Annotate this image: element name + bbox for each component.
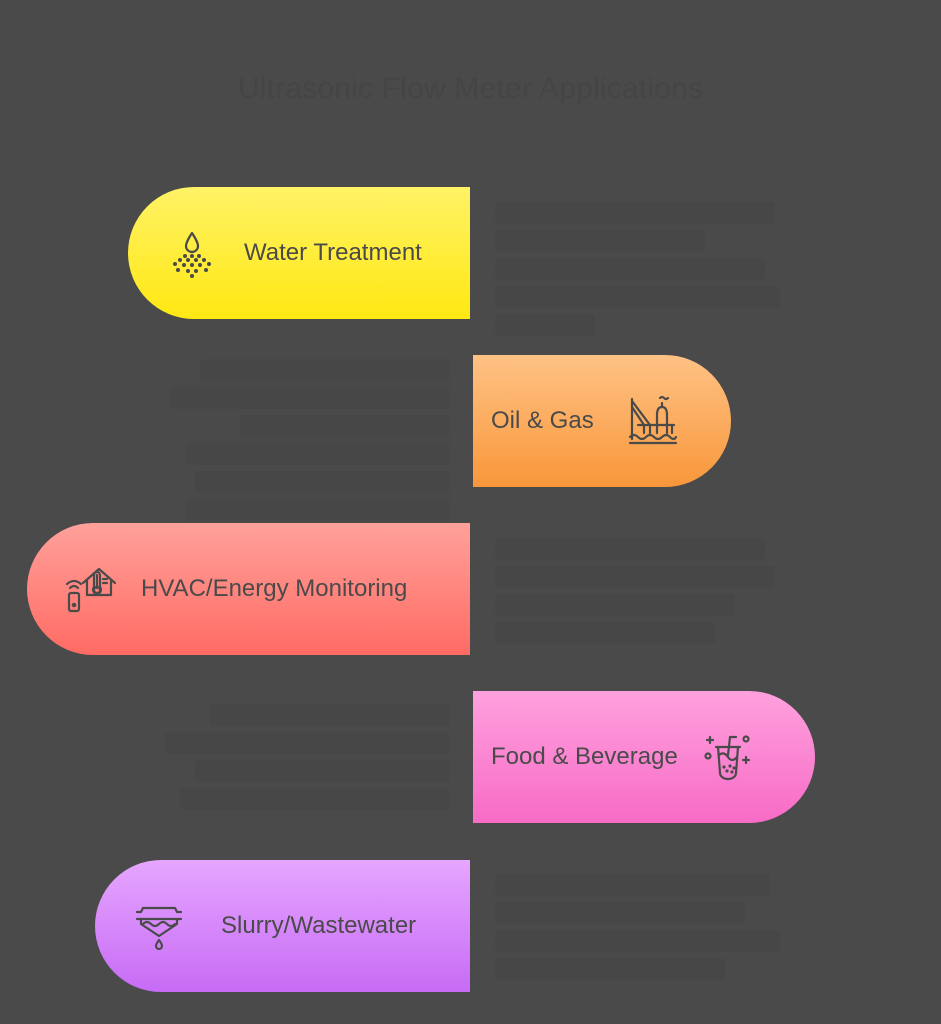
description-water-treatment	[495, 196, 795, 342]
pill-label: HVAC/Energy Monitoring	[141, 575, 408, 602]
pill-slurry-wastewater: Slurry/Wastewater	[95, 860, 470, 992]
pill-label: Slurry/Wastewater	[221, 912, 417, 939]
sewage-filter-tank-icon	[131, 898, 187, 954]
description-hvac-energy-monitoring	[495, 532, 795, 650]
smart-home-thermostat-icon	[63, 561, 119, 617]
pill-oil-and-gas: Oil & Gas	[473, 355, 731, 487]
offshore-oil-rig-icon	[624, 393, 680, 449]
bubble-tea-drink-icon	[700, 729, 756, 785]
pill-label: Oil & Gas	[491, 407, 594, 434]
description-oil-and-gas	[170, 353, 450, 527]
water-droplet-dispersal-icon	[164, 225, 220, 281]
pill-label: Food & Beverage	[491, 743, 678, 770]
pill-hvac-energy-monitoring: HVAC/Energy Monitoring	[27, 523, 470, 655]
pill-label: Water Treatment	[244, 239, 422, 266]
pill-water-treatment: Water Treatment	[128, 187, 470, 319]
pill-food-and-beverage: Food & Beverage	[473, 691, 815, 823]
description-slurry-wastewater	[495, 868, 795, 986]
diagram-title: Ultrasonic Flow Meter Applications	[237, 72, 704, 105]
description-food-and-beverage	[160, 698, 450, 816]
